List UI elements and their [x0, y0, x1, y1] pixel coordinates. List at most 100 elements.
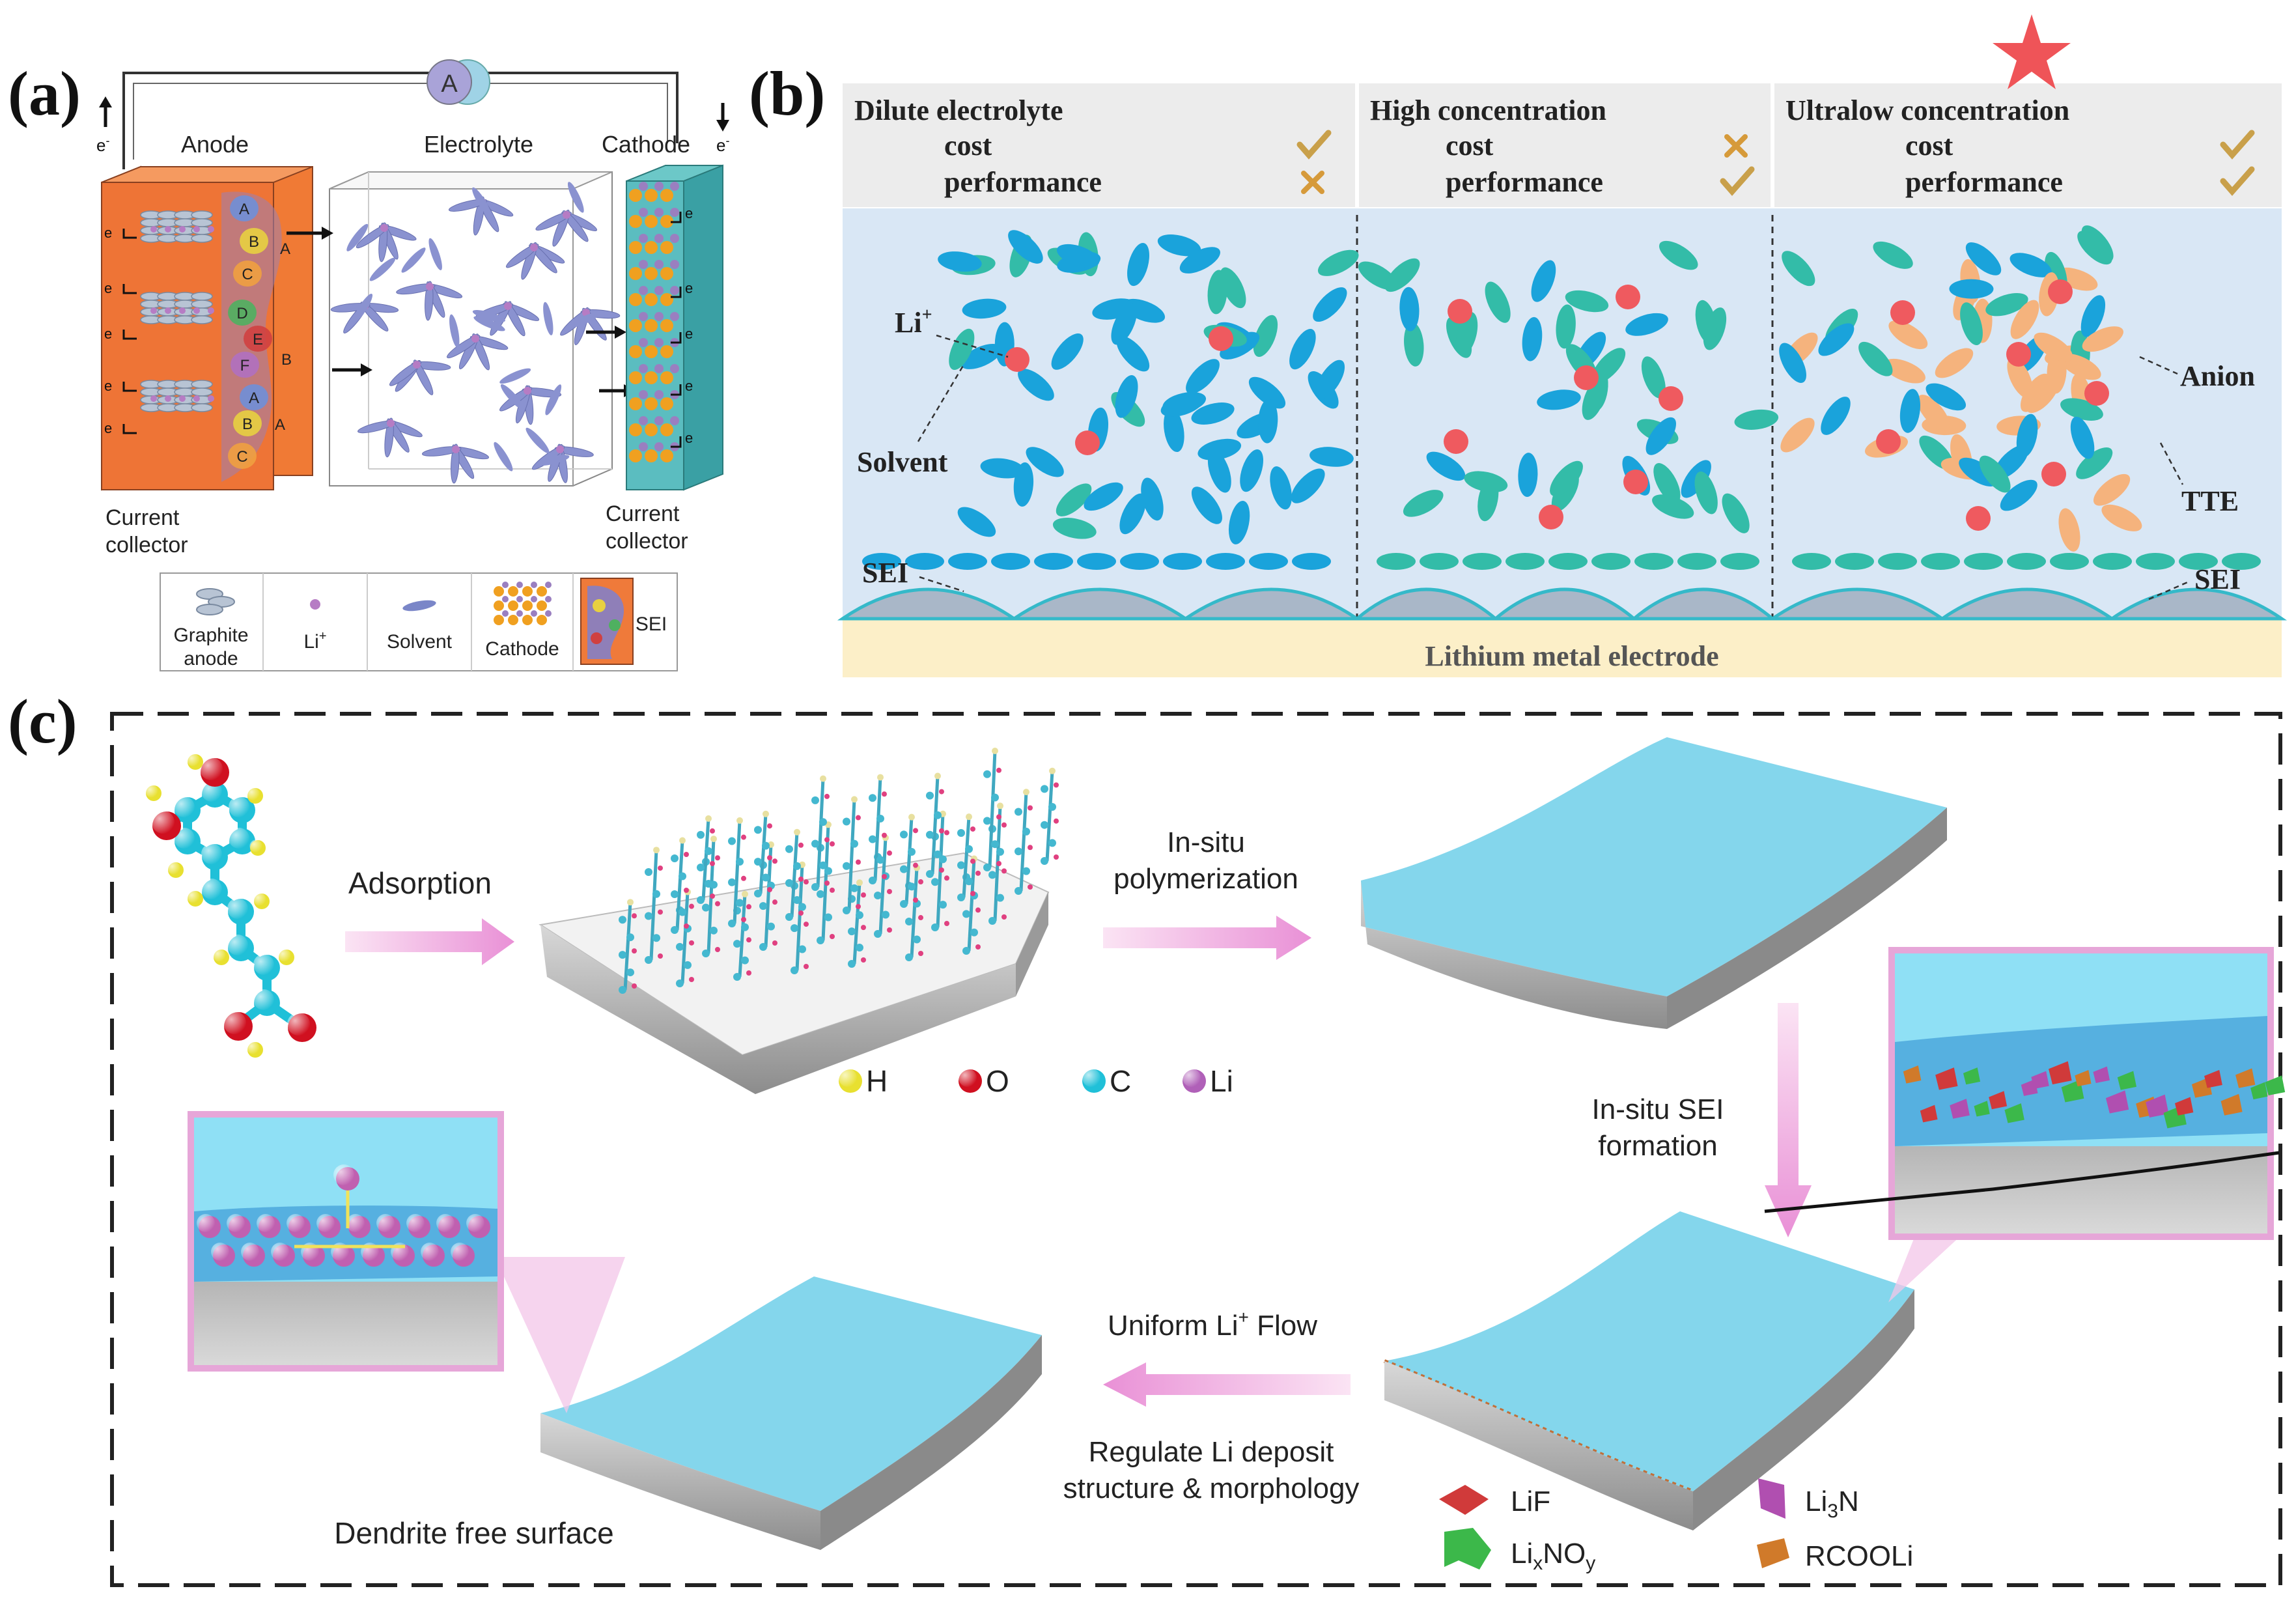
li-ion	[1209, 326, 1233, 351]
sei-dome	[1767, 587, 1948, 621]
molecule	[960, 343, 1002, 369]
chain-oxygen	[882, 832, 887, 838]
li-ion	[1623, 470, 1648, 494]
chain-carbon	[1015, 808, 1022, 816]
molecule	[1291, 468, 1325, 503]
molecule	[1582, 378, 1606, 420]
sei-component-blob	[244, 326, 272, 352]
li-ion	[426, 283, 434, 290]
svg-text:Ultralow concentration: Ultralow concentration	[1785, 94, 2069, 126]
sei-dome	[1629, 587, 1777, 621]
check-icon	[1720, 166, 1755, 196]
cathode-li	[670, 260, 679, 269]
molecule	[1883, 358, 1925, 384]
cathode-li	[531, 596, 537, 602]
intercalated-li	[150, 395, 157, 402]
cathode-atom	[629, 267, 642, 280]
molecule	[1253, 315, 1278, 357]
chain-backbone	[738, 894, 747, 978]
hydrogen-atom-shine	[187, 890, 200, 903]
graphite-sheet	[191, 403, 213, 412]
chain-oxygen	[767, 855, 772, 861]
chain-oxygen	[684, 851, 689, 857]
legend-atom-shine	[839, 1069, 857, 1087]
li-ion	[380, 224, 388, 232]
chain-carbon	[983, 817, 991, 825]
check-icon	[2220, 130, 2255, 160]
adsorbed-molecule-chains	[619, 747, 1059, 994]
cathode-atom	[645, 397, 658, 410]
chain-carbon	[1022, 867, 1030, 875]
cathode-atom	[537, 586, 547, 597]
svg-text:performance: performance	[944, 166, 1102, 198]
molecule	[1921, 553, 1960, 570]
chain-carbon	[900, 865, 908, 873]
molecule	[1782, 251, 1815, 287]
chain-hydrogen	[679, 837, 686, 844]
chain-oxygen	[913, 828, 918, 834]
cathode-li	[654, 338, 664, 347]
chain-carbon	[754, 890, 762, 897]
molecule	[1464, 471, 1508, 492]
legend-cathode: Cathode	[485, 638, 559, 660]
molecule	[862, 553, 901, 570]
solvent-molecule	[369, 257, 396, 281]
chain-oxygen	[830, 841, 835, 847]
molecule	[1115, 375, 1138, 418]
column-header-dilute: Dilute electrolyte cost performance	[854, 94, 1102, 198]
graphite-sheet	[191, 218, 213, 227]
chain-oxygen	[918, 915, 923, 921]
li-ion	[2006, 342, 2031, 367]
chain-carbon	[934, 850, 942, 858]
solvent-molecule	[378, 225, 417, 241]
li-ion	[563, 211, 570, 219]
intercalated-li	[150, 226, 157, 232]
chain-carbon	[965, 877, 973, 886]
sei-crystal	[2117, 1071, 2137, 1090]
chain-oxygen	[1001, 822, 1007, 828]
li-ion	[413, 361, 421, 369]
chain-oxygen	[970, 826, 975, 832]
molecule	[1026, 447, 1064, 477]
molecule	[1821, 397, 1851, 435]
li-ion-icon	[310, 599, 320, 610]
cathode-atom	[660, 449, 673, 462]
cathode-atom	[629, 371, 642, 384]
cathode-li	[639, 182, 648, 191]
cathode-atom	[508, 615, 518, 625]
cathode-atom	[508, 600, 518, 611]
electron-symbol: e	[685, 326, 693, 342]
molecule	[2007, 553, 2046, 570]
svg-text:cost: cost	[1905, 130, 1953, 162]
legend-solvent: Solvent	[387, 631, 453, 653]
chain-carbon	[1041, 785, 1048, 793]
cathode-li	[654, 260, 664, 269]
electron-symbol: e	[104, 225, 112, 241]
tte-label: TTE	[2181, 485, 2239, 517]
li-ion	[471, 335, 479, 343]
sei-component-blob	[228, 300, 257, 326]
chain-oxygen	[975, 907, 981, 913]
li-ion	[504, 302, 512, 310]
molecule	[2070, 416, 2095, 459]
solvent-molecule	[529, 243, 557, 274]
lif-label: LiF	[1511, 1486, 1550, 1517]
chain-carbon	[843, 907, 850, 914]
chain-oxygen	[804, 922, 809, 927]
chain-oxygen	[944, 875, 949, 881]
molecule	[1207, 270, 1227, 315]
electron-symbol: e	[104, 378, 112, 394]
chain-hydrogen	[763, 810, 769, 817]
molecule	[2136, 553, 2175, 570]
molecule	[1197, 438, 1242, 460]
molecule	[1008, 230, 1043, 264]
li3n-icon	[1758, 1478, 1785, 1519]
chain-hydrogen	[851, 796, 858, 803]
li-ion	[1444, 429, 1468, 454]
cathode-atom	[645, 215, 658, 228]
molecule	[1653, 463, 1681, 503]
hydrogen-atom-shine	[167, 862, 180, 875]
